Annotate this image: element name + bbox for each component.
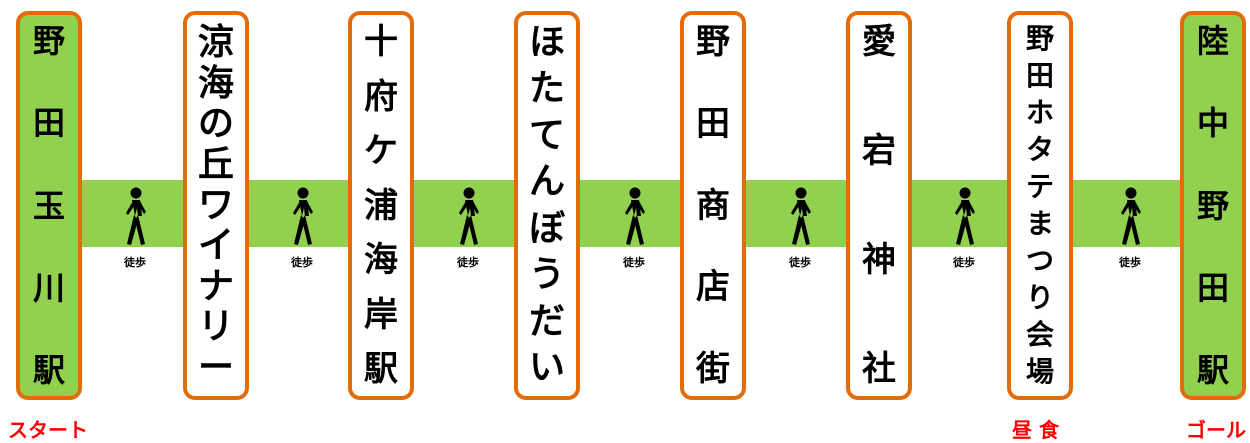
station-name: 陸中野田駅 (1196, 22, 1229, 389)
walking-person-icon (791, 187, 811, 245)
walking-person-icon (293, 187, 313, 245)
walking-person-icon (955, 187, 975, 245)
station-name: ほたてんぼうだい (528, 22, 565, 388)
walk-segment-1: 徒歩 (115, 186, 155, 276)
station-box-7: 野田ホタテまつり会場 (1007, 11, 1073, 400)
walk-label: 徒歩 (291, 256, 313, 269)
station-box-4: ほたてんぼうだい (514, 11, 580, 400)
station-box-3: 十府ケ浦海岸駅 (348, 11, 414, 400)
walk-segment-6: 徒歩 (944, 186, 984, 276)
station-name: 野田ホタテまつり会場 (1025, 22, 1054, 388)
lunch-marker: 昼 食 (1012, 418, 1059, 442)
walking-person-icon (126, 187, 146, 245)
start-marker: スタート (8, 418, 88, 442)
walking-person-icon (459, 187, 479, 245)
station-name: 野田商店街 (696, 22, 730, 389)
station-box-8: 陸中野田駅 (1180, 11, 1246, 400)
walk-label: 徒歩 (124, 256, 146, 269)
station-box-5: 野田商店街 (680, 11, 746, 400)
station-box-1: 野田玉川駅 (16, 11, 82, 400)
walk-segment-7: 徒歩 (1110, 186, 1150, 276)
station-name: 愛宕神社 (862, 22, 896, 389)
walk-label: 徒歩 (457, 256, 479, 269)
station-name: 十府ケ浦海岸駅 (364, 22, 398, 389)
walk-label: 徒歩 (1119, 256, 1141, 269)
walk-label: 徒歩 (789, 256, 811, 269)
walk-segment-3: 徒歩 (448, 186, 488, 276)
station-name: 涼海の丘ワイナリー (197, 22, 234, 388)
walk-label: 徒歩 (623, 256, 645, 269)
station-box-2: 涼海の丘ワイナリー (183, 11, 249, 400)
walk-segment-5: 徒歩 (780, 186, 820, 276)
walk-label: 徒歩 (953, 256, 975, 269)
walk-segment-4: 徒歩 (614, 186, 654, 276)
walking-person-icon (1121, 187, 1141, 245)
walk-segment-2: 徒歩 (282, 186, 322, 276)
goal-marker: ゴール (1186, 418, 1246, 442)
station-box-6: 愛宕神社 (846, 11, 912, 400)
station-name: 野田玉川駅 (32, 22, 65, 389)
walking-person-icon (625, 187, 645, 245)
